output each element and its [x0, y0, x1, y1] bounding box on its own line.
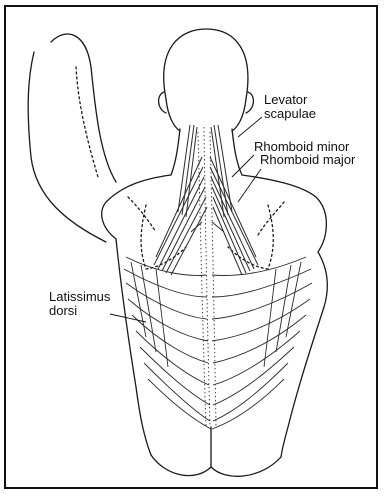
label-latissimus-dorsi: Latissimus dorsi: [49, 290, 110, 318]
label-rhomboid-major: Rhomboid major: [260, 153, 355, 167]
shoulder-outline: [102, 175, 171, 239]
head-outline: [164, 29, 248, 131]
label-levator-scapulae: Levator scapulae: [264, 93, 316, 121]
label-levator-line1: Levator: [264, 93, 316, 107]
label-levator-line2: scapulae: [264, 107, 316, 121]
rhomboid-muscles: [154, 125, 258, 275]
figure-frame: Levator scapulae Rhomboid minor Rhomboid…: [4, 5, 378, 489]
label-latissimus-line2: dorsi: [49, 304, 110, 318]
latissimus-right: [212, 257, 312, 429]
torso-outline: [116, 239, 151, 455]
raised-arm-outline: [51, 34, 116, 182]
latissimus-left: [124, 257, 211, 429]
back-muscles-illustration: [6, 7, 380, 491]
label-latissimus-line1: Latissimus: [49, 290, 110, 304]
